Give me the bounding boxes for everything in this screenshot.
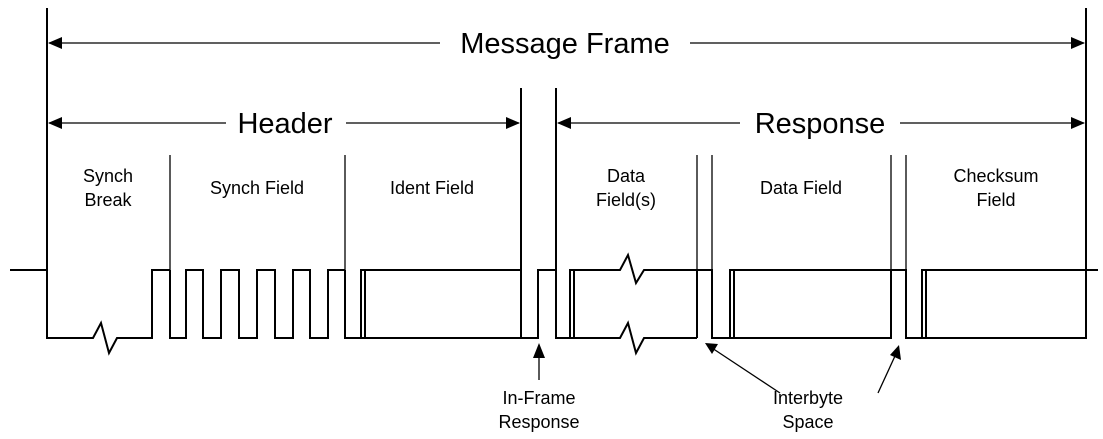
field-labels: Synch Break Synch Field Ident Field Data… [83,166,1039,210]
annotation-labels: In-Frame Response Interbyte Space [498,388,843,432]
interbyte-space-label-line1: Interbyte [773,388,843,408]
message-frame-arrow: Message Frame [48,28,1085,60]
signal-waveform [10,252,1098,356]
ident-field-label: Ident Field [390,178,474,198]
data-fields-label-line2: Field(s) [596,190,656,210]
ident-field-wave [344,269,556,339]
checksum-field-wave [891,269,1087,339]
synch-field-label: Synch Field [210,178,304,198]
interbyte-arrow-right [877,355,896,394]
data-fields-low-wave [570,320,697,356]
boundary-lines [46,8,1087,270]
annotation-arrows [533,343,901,394]
in-frame-response-label-line1: In-Frame [502,388,575,408]
synch-break-label-line1: Synch [83,166,133,186]
response-arrow: Response [557,108,1085,140]
message-frame-label: Message Frame [460,28,670,60]
checksum-field-label-line1: Checksum [953,166,1038,186]
synch-field-wave [169,269,345,339]
data-fields-label-line1: Data [607,166,646,186]
data-fields-wave [555,252,698,339]
synch-break-wave [10,269,170,356]
interbyte-arrow-left [711,347,781,394]
in-frame-response-label-line2: Response [498,412,579,432]
checksum-field-label-line2: Field [976,190,1015,210]
data-field-wave [697,269,892,339]
synch-break-label-line2: Break [84,190,132,210]
data-field-label: Data Field [760,178,842,198]
header-arrow: Header [48,108,520,140]
header-label: Header [237,108,332,140]
response-label: Response [755,108,886,140]
interbyte-space-label-line2: Space [782,412,833,432]
